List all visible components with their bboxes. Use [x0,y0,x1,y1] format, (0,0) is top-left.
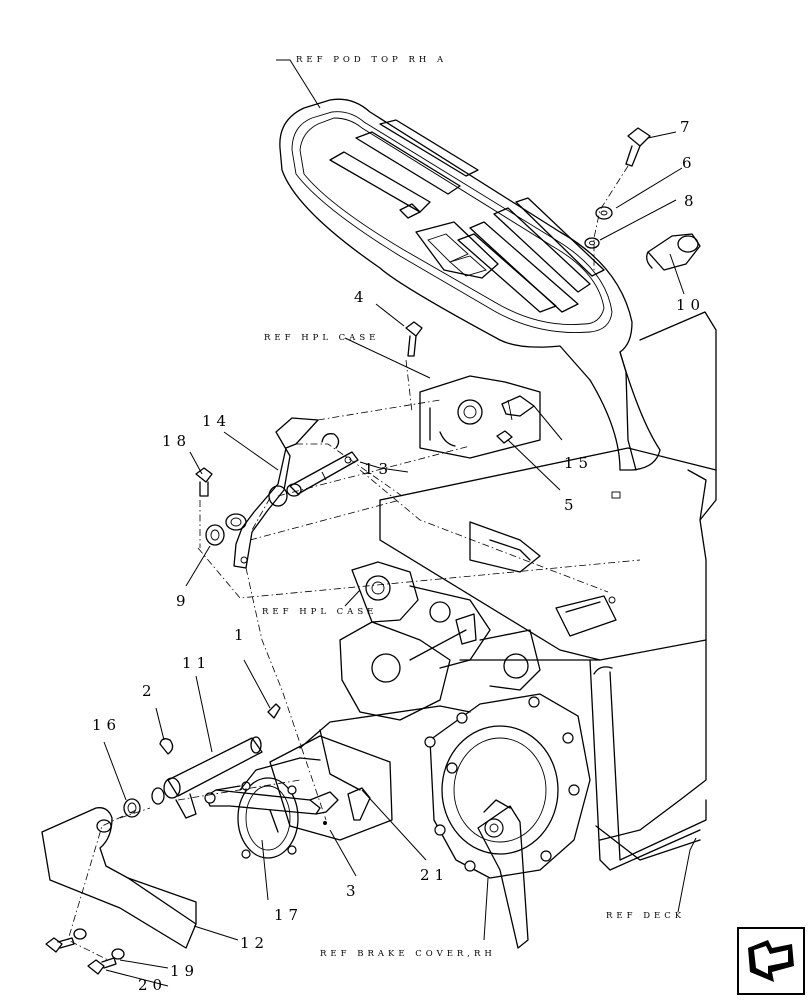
brake-cover [424,693,591,879]
callout-16: 16 [92,716,121,734]
bracket-21 [347,787,371,821]
ref-hpl-case-lower-label: REF HPL CASE [262,607,377,617]
callout-11: 11 [182,654,211,672]
nut-5 [496,430,513,444]
reference-labels: REF POD TOP RH A REF HPL CASE REF HPL CA… [262,55,685,959]
guard-plate-12 [41,807,197,949]
callout-13: 13 [364,460,393,478]
bolt-20 [87,948,125,975]
callout-3: 3 [346,882,361,900]
bushing-16 [123,798,141,818]
next-page-arrow-icon [748,940,794,982]
leader-lines [103,59,697,987]
bolt-19 [45,928,87,953]
callout-12: 12 [240,934,269,952]
brake-arm [477,799,529,949]
callout-8: 8 [684,192,699,210]
callout-2: 2 [142,682,157,700]
callout-4: 4 [354,288,369,306]
washer-6 [595,206,613,220]
callout-5: 5 [564,496,579,514]
next-page-button[interactable] [737,927,805,995]
ref-brake-cover-label: REF BRAKE COVER,RH [320,949,496,959]
ref-deck-label: REF DECK [606,911,685,921]
clip-2 [159,738,174,755]
callout-10: 10 [676,296,705,314]
phantom-lines [67,165,641,961]
bolt-7 [625,127,651,167]
callout-18: 18 [162,432,191,450]
e-clip-upper [321,433,340,449]
callout-17: 17 [274,906,303,924]
callout-9: 9 [176,592,191,610]
callout-7: 7 [680,118,695,136]
gearbox-housing [299,561,541,791]
mounting-plate [469,491,621,637]
callout-20: 20 [138,976,167,994]
axle-housing [237,735,393,859]
linkage-rod [204,785,339,833]
lamp-10 [646,233,701,271]
callout-21: 21 [420,866,449,884]
callout-14: 14 [202,412,231,430]
ref-hpl-case-upper-label: REF HPL CASE [264,333,379,343]
pod-top [279,98,661,471]
callout-6: 6 [682,154,697,172]
bolt-18 [195,467,213,497]
shift-arm-14 [225,417,319,569]
frame-housing [379,311,717,871]
callout-numbers: 1 2 3 4 5 6 7 8 9 10 11 12 13 14 15 16 1… [92,118,705,994]
bolt-4 [405,321,423,357]
shaft-11 [151,736,263,819]
grommet-8 [584,237,600,249]
callout-1: 1 [234,626,249,644]
clip-15 [501,395,535,421]
washer-9 [205,524,225,546]
callout-15: 15 [564,454,593,472]
callout-19: 19 [170,962,199,980]
ref-pod-top-label: REF POD TOP RH A [296,55,447,65]
hpl-case-upper [419,375,541,459]
pin-1 [267,703,281,719]
pin-3 [323,821,327,825]
